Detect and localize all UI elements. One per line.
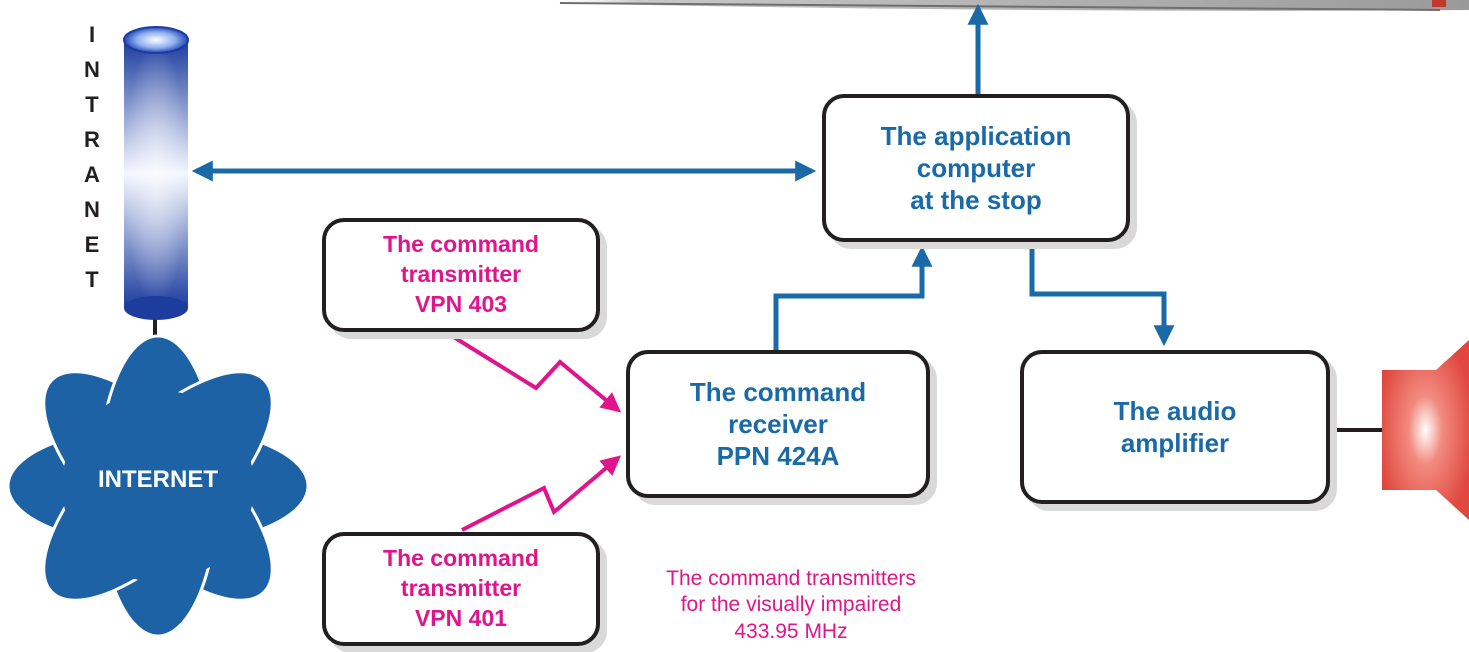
box-line: PPN 424A	[716, 441, 840, 472]
wireless-link-vpn401	[461, 455, 622, 532]
box-line: VPN 403	[414, 290, 508, 317]
note-line: for the visually impaired	[680, 593, 902, 617]
intranet-letter: R	[84, 127, 100, 152]
speaker-icon	[1382, 340, 1469, 520]
box-line: The command	[689, 376, 867, 407]
internet-label: INTERNET	[98, 466, 218, 493]
box-line: The audio	[1113, 395, 1237, 426]
note-line: 433.95 MHz	[734, 619, 848, 643]
intranet-cylinder-icon	[123, 26, 189, 320]
application-computer-box: The application computer at the stop	[822, 94, 1130, 242]
box-line: transmitter	[400, 261, 522, 288]
intranet-letter: N	[84, 57, 100, 82]
intranet-letter: I	[88, 22, 96, 47]
note-line: The command transmitters	[666, 567, 916, 590]
box-line: receiver	[728, 408, 828, 439]
intranet-letter: A	[84, 162, 100, 187]
frequency-note: The command transmitters for the visuall…	[600, 566, 982, 645]
wireless-links	[450, 334, 622, 532]
box-line: VPN 401	[414, 604, 508, 631]
intranet-letter: E	[84, 232, 100, 257]
box-line: at the stop	[910, 185, 1042, 216]
internet-cloud-icon	[6, 318, 310, 638]
intranet-letter: N	[84, 197, 100, 222]
intranet-letter: T	[85, 267, 99, 292]
connector-arrows	[191, 3, 1175, 350]
receiver-to-app-link	[773, 245, 933, 350]
display-panel-icon	[545, 0, 1469, 11]
box-line: The command	[383, 545, 539, 572]
command-receiver-box: The command receiver PPN 424A	[626, 350, 930, 498]
wireless-link-vpn403	[450, 334, 622, 413]
app-to-amplifier-link	[1029, 240, 1175, 347]
box-line: transmitter	[400, 575, 522, 602]
box-line: The command	[383, 231, 539, 258]
audio-amplifier-box: The audio amplifier	[1020, 350, 1330, 504]
box-line: The application	[880, 120, 1072, 151]
intranet-letter: T	[85, 92, 99, 117]
box-line: computer	[916, 152, 1036, 183]
transmitter-vpn401-box: The command transmitter VPN 401	[322, 532, 600, 646]
transmitter-vpn403-box: The command transmitter VPN 403	[322, 218, 600, 332]
box-line: amplifier	[1120, 428, 1230, 458]
